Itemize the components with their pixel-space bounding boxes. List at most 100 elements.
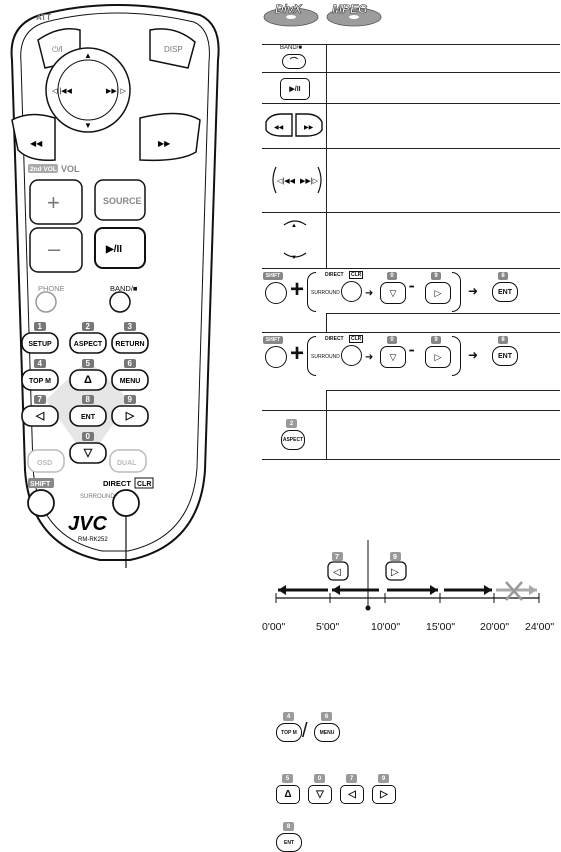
remote-key-8[interactable] [69, 405, 107, 427]
zero-key: ▽ [380, 282, 406, 304]
key-number: 3 [128, 322, 133, 331]
prev-seek-number: 7 [335, 554, 339, 561]
remote-key-label: RETURN [115, 341, 144, 348]
nav-5-key: Δ [276, 785, 300, 804]
att-label: ATT [36, 13, 51, 22]
bracket-right-icon [452, 336, 461, 376]
table-top-rule [262, 44, 560, 45]
rewind-button[interactable] [11, 113, 56, 162]
prev-seek-symbol: ◁ [333, 567, 341, 578]
ent-number-tag: 8 [283, 822, 294, 831]
play-pause-label: ▶/II [105, 244, 122, 255]
up-arrow-icon: ▲ [291, 223, 297, 229]
ent-key: ENT [276, 833, 302, 852]
top-menu-number-tag: 4 [283, 712, 294, 721]
forward-icon: ▶▶ [158, 139, 171, 148]
next-seek-symbol: ▷ [391, 567, 399, 578]
up-down-keys: ▲ ▼ [283, 220, 307, 261]
key-number-tag [82, 322, 94, 331]
mpeg-disc-icon: MPEG [326, 2, 382, 27]
svg-text:DivX: DivX [275, 2, 303, 16]
key-number: 7 [38, 395, 43, 404]
shift-tag: SHIFT [263, 336, 283, 344]
ellipsis-dots: ••• [409, 284, 414, 291]
ent-key: ENT [492, 282, 518, 302]
remote-key-label: ASPECT [74, 341, 103, 348]
remote-key-5[interactable] [69, 369, 107, 391]
table-column-divider [326, 313, 327, 332]
remote-key-0[interactable] [69, 442, 107, 464]
osd-button[interactable] [27, 449, 65, 473]
direct-button[interactable] [112, 489, 140, 517]
arrow-right-icon: ➜ [365, 288, 374, 299]
surround-tag: SURROUND [311, 354, 340, 360]
shift-direct-sequence: SHIFT + DIRECT CLR SURROUND ➜ 0 ▽ ••• 9 … [263, 271, 559, 312]
shift-button[interactable] [27, 489, 55, 517]
arrow-head-icon [484, 585, 492, 595]
timeline-tick-label: 5'00" [316, 621, 340, 633]
second-vol-tag: 2nd VOL [30, 166, 57, 173]
remote-key-9[interactable] [111, 405, 149, 427]
remote-key-4[interactable] [21, 369, 59, 391]
ellipsis-dots: ••• [409, 348, 414, 355]
bracket-right-icon [452, 272, 461, 312]
key-number: 4 [38, 359, 43, 368]
remote-key-2[interactable] [69, 332, 107, 354]
direct-key [341, 345, 362, 366]
remote-key-6[interactable] [111, 369, 149, 391]
phone-label: PHONE [38, 284, 65, 293]
current-position-dot [365, 605, 371, 611]
table-column-divider [326, 44, 327, 268]
next-icon: ▶▶| ▷ [106, 88, 127, 95]
key-number-tag [34, 322, 46, 331]
clr-tag: CLR [349, 271, 364, 279]
forward-button[interactable] [139, 112, 201, 162]
key-number-tag [82, 432, 94, 441]
remote-key-label: Δ [84, 374, 92, 386]
rewind-icon-small: ◀◀ [274, 125, 284, 131]
top-menu-key: TOP M [276, 723, 302, 742]
phone-button[interactable] [35, 291, 57, 313]
arrow-head-icon [430, 585, 438, 595]
key-number: 9 [128, 395, 133, 404]
nav-0-number-tag: 0 [314, 774, 325, 783]
table-bottom-rule [262, 459, 560, 460]
plus-icon: + [47, 190, 60, 215]
play-pause-button[interactable] [94, 227, 146, 269]
table-rule [326, 390, 560, 391]
vol-label: VOL [61, 164, 80, 174]
remote-key-label: TOP M [29, 378, 51, 385]
key-number: 6 [128, 359, 133, 368]
minus-icon: – [48, 236, 61, 261]
vol-down-button[interactable] [29, 227, 83, 273]
remote-key-7[interactable] [21, 405, 59, 427]
remote-key-3[interactable] [111, 332, 149, 354]
remote-key-1[interactable] [21, 332, 59, 354]
phone-hangup-icon: ⌒ [290, 57, 298, 66]
direct-label: DIRECT [103, 479, 131, 488]
table-column-divider [326, 390, 327, 459]
timeline-tick-label: 0'00" [262, 621, 286, 633]
clr-tag: CLR [349, 335, 364, 343]
dual-button[interactable] [109, 449, 147, 473]
band-button[interactable] [109, 291, 131, 313]
remote-key-label: MENU [120, 378, 141, 385]
key-number: 8 [86, 395, 91, 404]
nine-key: ▷ [425, 282, 451, 304]
arrow-right-icon: ➜ [365, 352, 374, 363]
source-button[interactable] [94, 179, 146, 221]
key-number-tag [124, 359, 136, 368]
play-pause-key-label: ▶/II [289, 86, 301, 93]
aspect-number-tag: 2 [286, 419, 297, 428]
remote-key-label: ◁ [35, 410, 45, 422]
zero-tag: 0 [387, 272, 397, 280]
timeline-tick-label: 24'00" [525, 621, 555, 633]
vol-up-button[interactable] [29, 179, 83, 225]
key-number: 5 [86, 359, 91, 368]
divx-disc-icon: DivX [263, 2, 319, 27]
ent-key: ENT [492, 346, 518, 366]
band-label: BAND/■ [110, 284, 138, 293]
nav-9-key: ▷ [372, 785, 396, 804]
arrow-head-icon [332, 585, 340, 595]
shift-key [265, 282, 287, 304]
